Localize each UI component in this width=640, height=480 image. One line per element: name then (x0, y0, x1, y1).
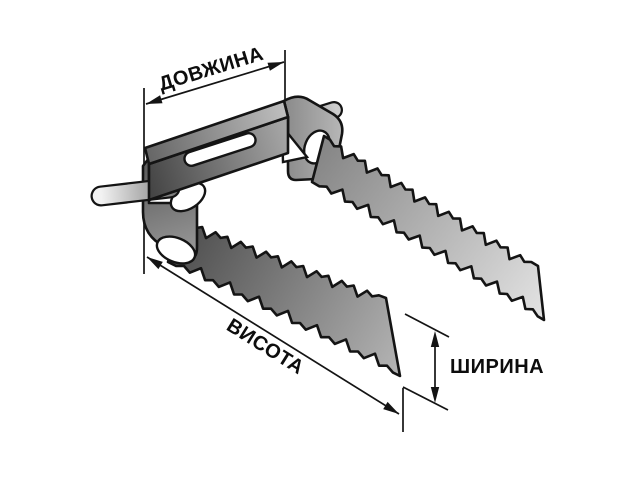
width-label: ШИРИНА (450, 356, 544, 378)
height-arrowhead-bottom (383, 401, 399, 414)
height-dimension-line (146, 256, 400, 415)
width-arrowhead-bottom (430, 387, 440, 403)
length-arrowhead-left (146, 95, 163, 104)
width-extension-line-top (404, 313, 450, 338)
bracket-illustration (90, 95, 546, 378)
dimension-width: ШИРИНА (402, 313, 544, 411)
length-dimension-line (145, 61, 285, 105)
length-label: ДОВЖИНА (156, 43, 266, 96)
height-arrowhead-top (147, 257, 163, 270)
bar-slot (183, 132, 257, 167)
serrated-strap-rear (310, 134, 546, 322)
serrated-strap-front (166, 218, 402, 378)
left-bend-hole (155, 235, 197, 265)
width-extension-line-bottom (402, 386, 449, 411)
length-arrowhead-right (267, 62, 284, 71)
width-arrowhead-top (430, 331, 440, 347)
bar-top-face (143, 99, 290, 166)
dimension-length: ДОВЖИНА (145, 43, 285, 105)
